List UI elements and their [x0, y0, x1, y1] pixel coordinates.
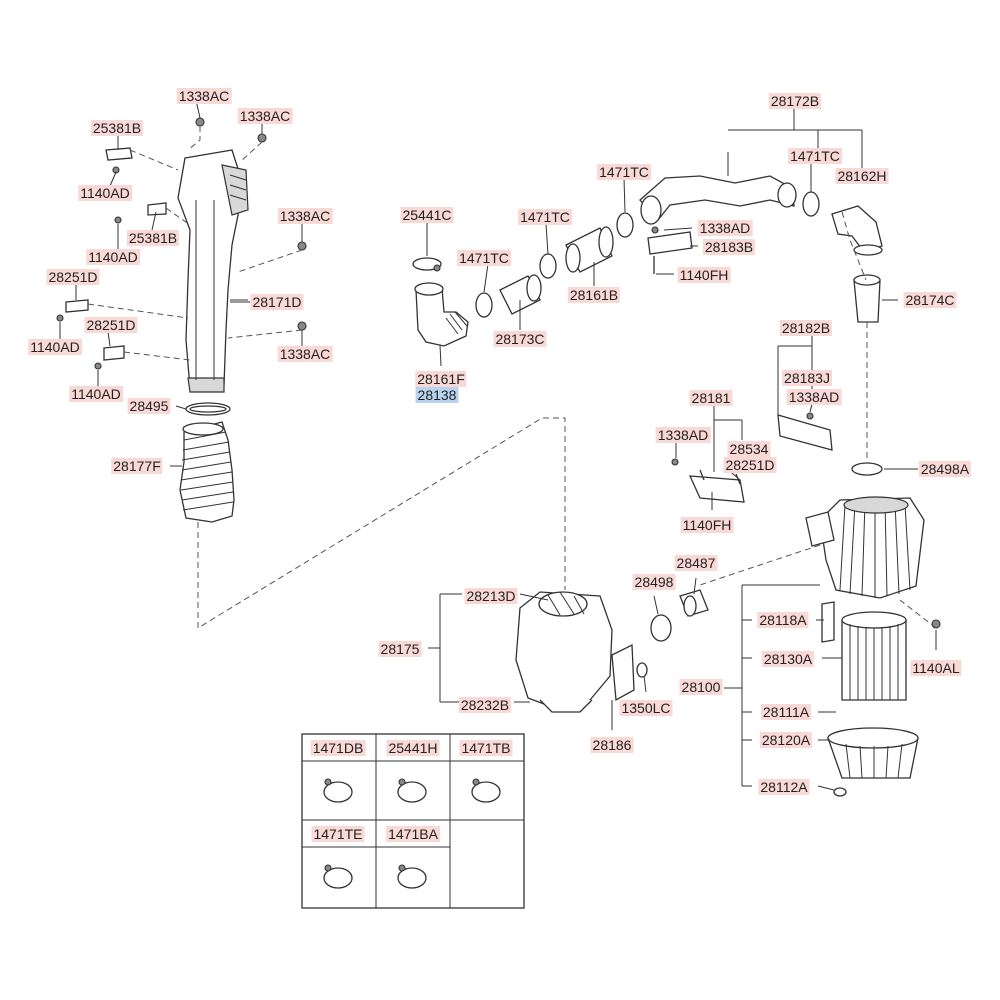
clamps-1471TC	[475, 191, 820, 318]
part-label-1140AL[interactable]: 1140AL	[910, 660, 962, 676]
part-label-1338AD[interactable]: 1338AD	[786, 389, 842, 405]
part-label-28173C[interactable]: 28173C	[493, 331, 547, 347]
part-label-28183J[interactable]: 28183J	[782, 370, 832, 386]
part-label-28172B[interactable]: 28172B	[768, 93, 822, 109]
bracket-28186	[611, 643, 648, 702]
clamp-icon-25441H	[397, 778, 427, 803]
part-label-25441C[interactable]: 25441C	[400, 207, 454, 223]
part-label-28498A[interactable]: 28498A	[918, 461, 972, 477]
hose-28161B	[565, 226, 614, 273]
pipe-28174C	[853, 274, 881, 323]
part-label-28112A[interactable]: 28112A	[758, 779, 810, 795]
part-label-28174C[interactable]: 28174C	[903, 292, 957, 308]
part-label-25381B[interactable]: 25381B	[90, 120, 144, 136]
kit-label-1471BA[interactable]: 1471BA	[386, 826, 440, 842]
clamp-icon-1471DB	[323, 778, 353, 803]
part-label-1471TC[interactable]: 1471TC	[788, 148, 842, 164]
elbow-hose-28161F	[414, 282, 469, 347]
kit-label-25441H[interactable]: 25441H	[386, 740, 440, 756]
part-label-28100[interactable]: 28100	[679, 679, 723, 695]
elbow-28162H	[831, 205, 883, 256]
part-label-28498[interactable]: 28498	[632, 574, 676, 590]
bracket-28181	[671, 458, 745, 503]
part-label-28534[interactable]: 28534	[727, 441, 771, 457]
kit-label-1471DB[interactable]: 1471DB	[310, 740, 366, 756]
air-intake-duct-28171D	[177, 149, 249, 393]
hose-28173C	[499, 274, 542, 315]
part-label-1338AC[interactable]: 1338AC	[176, 88, 232, 104]
bracket-lines	[59, 99, 937, 791]
bracket-28183B	[647, 226, 693, 274]
part-label-1140AD[interactable]: 1140AD	[69, 386, 123, 402]
part-label-28171D[interactable]: 28171D	[250, 294, 304, 310]
part-label-28161B[interactable]: 28161B	[567, 287, 621, 303]
part-label-28213D[interactable]: 28213D	[464, 588, 518, 604]
duct-28172B	[639, 175, 797, 225]
part-label-1471TC[interactable]: 1471TC	[457, 250, 511, 266]
part-label-28495[interactable]: 28495	[127, 398, 171, 414]
clamp-kit-table	[301, 733, 525, 909]
kit-label-1471TB[interactable]: 1471TB	[459, 740, 513, 756]
part-label-1140AD[interactable]: 1140AD	[86, 249, 140, 265]
part-label-28177F[interactable]: 28177F	[111, 458, 163, 474]
part-label-28186[interactable]: 28186	[590, 737, 634, 753]
part-label-28162H[interactable]: 28162H	[835, 168, 889, 184]
valve-28112A	[833, 787, 847, 797]
part-label-28138[interactable]: 28138	[415, 387, 459, 403]
part-label-1338AC[interactable]: 1338AC	[277, 208, 333, 224]
part-label-28130A[interactable]: 28130A	[761, 651, 815, 667]
part-label-28232B[interactable]: 28232B	[458, 697, 512, 713]
flow-line-right	[841, 211, 868, 460]
part-label-28118A[interactable]: 28118A	[757, 612, 809, 628]
clamp-28498	[650, 614, 672, 642]
hose-28487	[679, 589, 709, 617]
clamp-25441C	[412, 257, 442, 272]
part-label-28251D[interactable]: 28251D	[723, 457, 777, 473]
part-label-1140FH[interactable]: 1140FH	[677, 267, 731, 283]
cover-28120A	[827, 727, 919, 779]
duct-hardware	[56, 117, 307, 370]
part-label-28161F[interactable]: 28161F	[415, 371, 467, 387]
duct-leader-lines	[87, 126, 303, 361]
air-cleaner-housing	[805, 496, 925, 599]
clamp-28498A	[851, 462, 883, 476]
air-cleaner-leader	[699, 544, 937, 629]
part-label-28487[interactable]: 28487	[674, 555, 718, 571]
bracket-28182B	[777, 412, 833, 451]
part-label-28251D[interactable]: 28251D	[84, 317, 138, 333]
hose-clamp-28495	[185, 402, 231, 416]
part-label-28182B[interactable]: 28182B	[779, 320, 833, 336]
part-label-28181[interactable]: 28181	[689, 390, 733, 406]
filter-element-28130A	[841, 611, 907, 701]
part-label-1140AD[interactable]: 1140AD	[28, 339, 82, 355]
part-label-25381B[interactable]: 25381B	[126, 230, 180, 246]
part-label-1471TC[interactable]: 1471TC	[518, 209, 572, 225]
part-label-1350LC[interactable]: 1350LC	[619, 700, 673, 716]
clamp-icon-1471TB	[471, 778, 501, 803]
part-label-28251D[interactable]: 28251D	[46, 269, 100, 285]
part-label-1338AD[interactable]: 1338AD	[697, 220, 753, 236]
flow-line-left	[197, 417, 566, 629]
clamp-icon-1471TE	[323, 864, 353, 889]
part-label-28183B[interactable]: 28183B	[702, 239, 756, 255]
part-label-28120A[interactable]: 28120A	[759, 732, 813, 748]
part-label-28111A[interactable]: 28111A	[760, 704, 812, 720]
part-label-1140AD[interactable]: 1140AD	[78, 185, 132, 201]
part-label-1140FH[interactable]: 1140FH	[680, 517, 734, 533]
bellows-hose-28177F	[179, 421, 235, 523]
part-label-1338AC[interactable]: 1338AC	[277, 346, 333, 362]
kit-label-1471TE[interactable]: 1471TE	[311, 826, 365, 842]
part-label-1338AD[interactable]: 1338AD	[655, 427, 711, 443]
part-label-28175[interactable]: 28175	[378, 641, 422, 657]
part-label-1338AC[interactable]: 1338AC	[237, 108, 293, 124]
seal-28118A	[821, 601, 835, 643]
resonator-28175	[515, 591, 613, 713]
clamp-icon-1471BA	[397, 864, 427, 889]
part-label-1471TC[interactable]: 1471TC	[597, 164, 651, 180]
